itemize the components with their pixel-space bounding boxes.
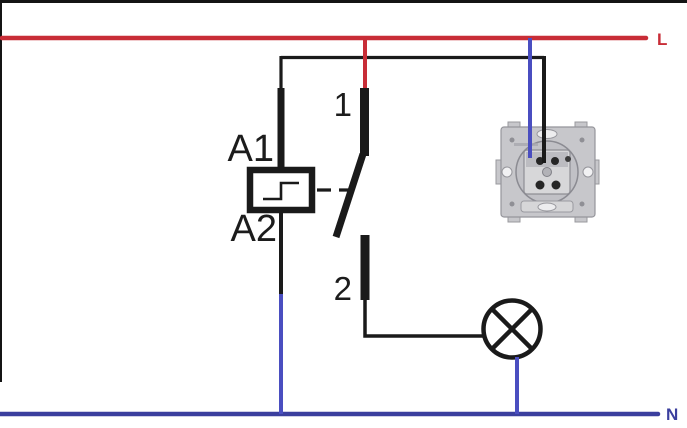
- relay-terminal-a1-label: A1: [228, 128, 274, 170]
- contact-terminal-1-label: 1: [334, 86, 352, 123]
- insert-terminal-hole: [565, 156, 571, 162]
- insert-screw-left: [501, 166, 513, 178]
- insert-screw-right: [582, 166, 594, 178]
- switch-insert-photo: [495, 121, 600, 223]
- contact-blade: [332, 152, 367, 239]
- lamp-cross-line: [490, 307, 534, 351]
- lamp-symbol: [481, 298, 543, 360]
- impulse-relay-coil: [246, 166, 316, 214]
- frame-top-border: [0, 0, 687, 3]
- insert-terminal-block: [526, 152, 568, 167]
- lamp-feed-wire: [363, 298, 484, 338]
- contact-terminal-2-label: 2: [334, 270, 352, 307]
- insert-center-screw: [542, 167, 552, 177]
- insert-marking-text: [514, 143, 538, 146]
- frame-left-border: [0, 0, 2, 382]
- neutral-bus-label: N: [666, 405, 678, 424]
- impulse-step-icon: [263, 181, 299, 201]
- relay-terminal-a2-label: A2: [231, 208, 277, 250]
- live-bus-label: L: [657, 30, 667, 49]
- switch-contact: [332, 88, 370, 300]
- relay-coil-box: [246, 166, 316, 214]
- insert-terminal-hole: [535, 180, 545, 190]
- insert-terminal-hole: [551, 180, 561, 190]
- insert-terminal-hole: [551, 157, 559, 165]
